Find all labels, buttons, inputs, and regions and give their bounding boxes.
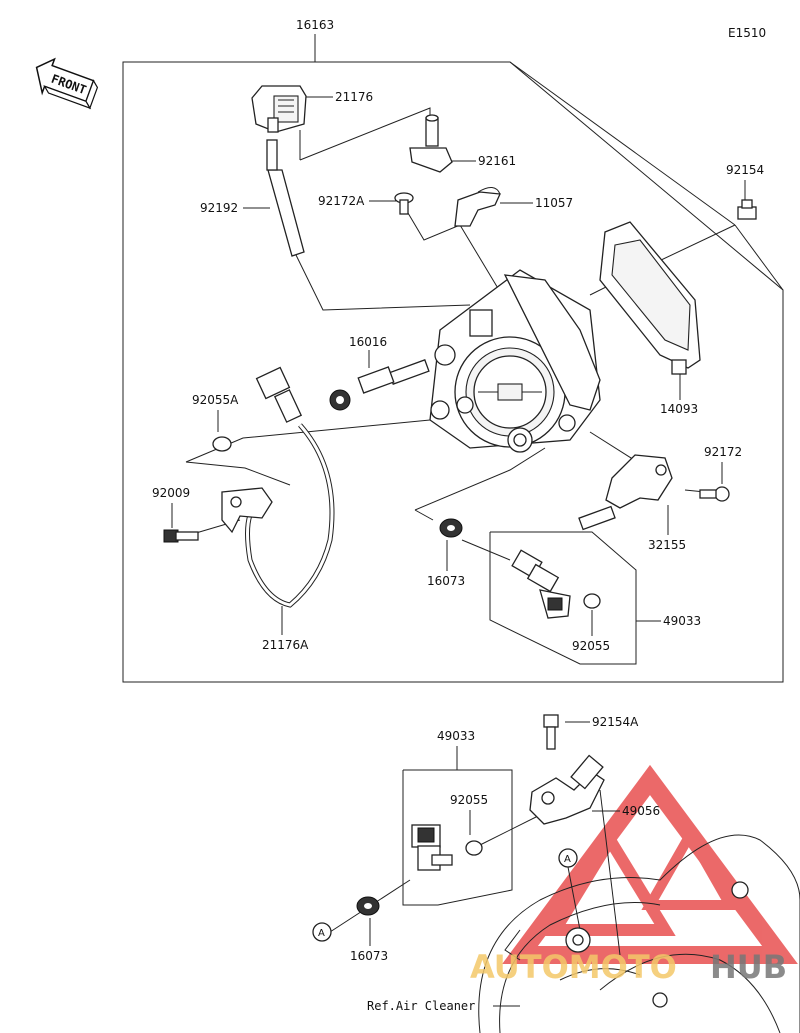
- svg-text:49056: 49056: [622, 804, 660, 818]
- label-92055A: 92055A: [192, 393, 239, 432]
- svg-text:92161: 92161: [478, 154, 516, 168]
- ref-air-cleaner: Ref.Air Cleaner: [367, 999, 520, 1013]
- screw-92172: [699, 486, 730, 502]
- diagram-code: E1510: [728, 26, 766, 40]
- bolt-92009: [163, 529, 199, 543]
- label-49033-lower: 49033: [437, 729, 475, 770]
- oring-92055: [583, 593, 601, 609]
- label-92055-lower: 92055: [450, 793, 488, 835]
- svg-text:92154: 92154: [726, 163, 764, 177]
- label-16016: 16016: [349, 335, 387, 368]
- bracket-32155: [578, 454, 673, 531]
- bolt-92154: [737, 199, 757, 220]
- svg-text:92055A: 92055A: [192, 393, 239, 407]
- sensor-21176: [251, 85, 307, 133]
- screw-92172A: [394, 192, 414, 215]
- callout-a-right: A: [558, 848, 581, 931]
- label-16073: 16073: [427, 540, 465, 588]
- sensor-21176A: [221, 366, 335, 608]
- watermark-text-b: HUB: [710, 948, 787, 986]
- label-16163: 16163: [296, 18, 334, 62]
- svg-text:92172A: 92172A: [318, 194, 365, 208]
- assembly-leaders: [185, 61, 784, 665]
- label-49033: 49033: [636, 614, 701, 628]
- svg-text:A: A: [318, 928, 325, 939]
- injector-lower: [411, 824, 453, 871]
- svg-text:49033: 49033: [663, 614, 701, 628]
- svg-text:92055: 92055: [450, 793, 488, 807]
- injector-49033: [511, 549, 571, 619]
- svg-text:16016: 16016: [349, 335, 387, 349]
- svg-text:92055: 92055: [572, 639, 610, 653]
- svg-text:49033: 49033: [437, 729, 475, 743]
- svg-text:92172: 92172: [704, 445, 742, 459]
- label-14093: 14093: [660, 370, 698, 416]
- svg-text:92192: 92192: [200, 201, 238, 215]
- hose-92192: [266, 139, 305, 257]
- throttle-body: [429, 269, 601, 453]
- svg-text:32155: 32155: [648, 538, 686, 552]
- washer-16073: [439, 518, 463, 538]
- svg-text:92009: 92009: [152, 486, 190, 500]
- air-cleaner-housing: [478, 789, 800, 1033]
- label-32155: 32155: [648, 505, 686, 552]
- washer-lower: [356, 896, 380, 916]
- label-16073-lower: 16073: [350, 918, 388, 963]
- watermark-triangle-inner: [544, 828, 676, 936]
- bolt-92154A: [543, 714, 559, 750]
- svg-text:16073: 16073: [427, 574, 465, 588]
- label-92172A: 92172A: [318, 194, 396, 208]
- svg-text:14093: 14093: [660, 402, 698, 416]
- svg-text:11057: 11057: [535, 196, 573, 210]
- svg-text:21176: 21176: [335, 90, 373, 104]
- fitting-92161: [409, 114, 453, 173]
- label-92161: 92161: [445, 154, 516, 168]
- joint-49056: [529, 754, 605, 825]
- label-11057: 11057: [500, 196, 573, 210]
- assembly-outline-box: [122, 61, 784, 683]
- callout-a-left: A: [312, 922, 332, 942]
- label-92192: 92192: [200, 201, 270, 215]
- svg-text:92154A: 92154A: [592, 715, 639, 729]
- svg-text:16073: 16073: [350, 949, 388, 963]
- watermark-triangle-outer: [502, 764, 798, 964]
- label-21176: 21176: [300, 90, 373, 104]
- oring-92055A: [212, 436, 232, 452]
- label-92154A: 92154A: [565, 715, 639, 729]
- label-49056: 49056: [592, 804, 660, 818]
- watermark-text-a: AUTOMOTO: [470, 948, 677, 986]
- front-arrow-icon: FRONT: [35, 57, 99, 110]
- bracket-11057: [454, 187, 501, 227]
- label-92009: 92009: [152, 486, 190, 528]
- svg-text:A: A: [564, 854, 571, 865]
- lower-group-box: [402, 769, 513, 906]
- svg-text:21176A: 21176A: [262, 638, 309, 652]
- label-21176A: 21176A: [262, 606, 309, 652]
- svg-text:16163: 16163: [296, 18, 334, 32]
- cover-14093: [599, 221, 701, 375]
- svg-text:Ref.Air Cleaner: Ref.Air Cleaner: [367, 999, 475, 1013]
- valve-16016: [329, 359, 430, 411]
- leader-lower-mid: [479, 814, 541, 846]
- oring-lower: [465, 840, 483, 856]
- label-92172: 92172: [704, 445, 742, 484]
- label-92055: 92055: [572, 610, 610, 653]
